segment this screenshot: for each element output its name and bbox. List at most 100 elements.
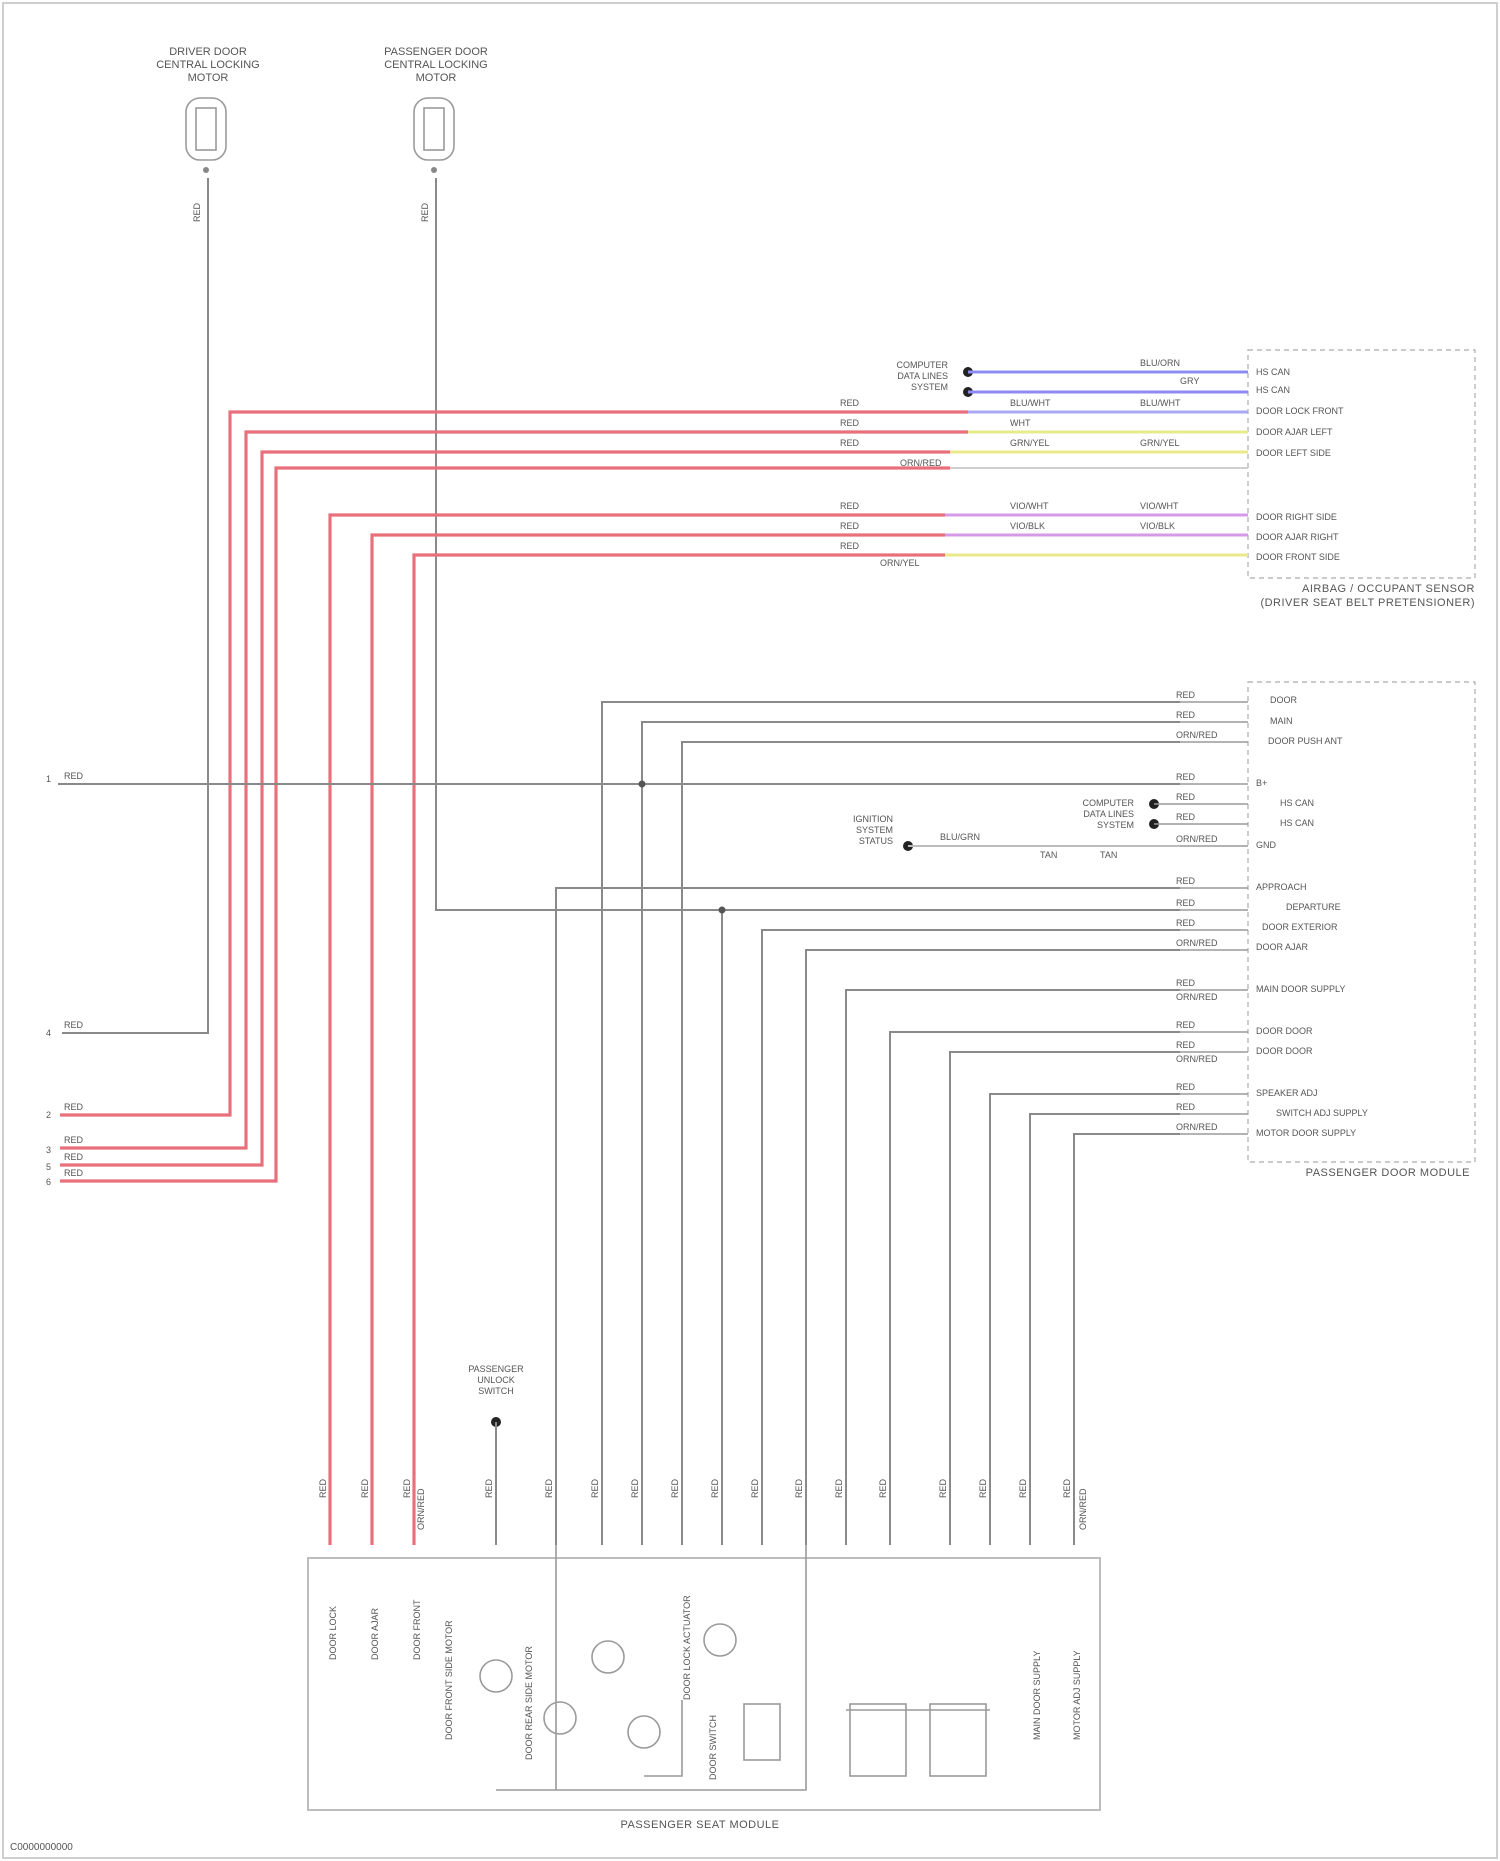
svg-text:DOOR SWITCH: DOOR SWITCH [708, 1715, 718, 1780]
svg-text:GRY: GRY [1180, 376, 1199, 386]
svg-text:ORN/RED: ORN/RED [1176, 938, 1218, 948]
svg-text:RED: RED [544, 1478, 554, 1498]
svg-text:RED: RED [64, 771, 84, 781]
module-b-wire-codes: RED RED ORN/RED RED RED RED ORN/RED RED RED RED… [1176, 690, 1218, 1132]
svg-text:RED: RED [938, 1478, 948, 1498]
svg-text:RED: RED [878, 1478, 888, 1498]
svg-text:DOOR LOCK FRONT: DOOR LOCK FRONT [1256, 406, 1344, 416]
svg-text:RED: RED [590, 1478, 600, 1498]
svg-text:SPEAKER ADJ: SPEAKER ADJ [1256, 1088, 1318, 1098]
svg-text:RED: RED [670, 1478, 680, 1498]
svg-text:HS CAN: HS CAN [1280, 798, 1314, 808]
module-b-label: PASSENGER DOOR MODULE [1306, 1167, 1470, 1179]
svg-text:RED: RED [1018, 1478, 1028, 1498]
svg-text:DOOR EXTERIOR: DOOR EXTERIOR [1262, 922, 1338, 932]
svg-text:RED: RED [1176, 978, 1196, 988]
svg-text:MAIN DOOR SUPPLY: MAIN DOOR SUPPLY [1032, 1651, 1042, 1740]
svg-text:DOOR LEFT SIDE: DOOR LEFT SIDE [1256, 448, 1331, 458]
svg-text:RED: RED [360, 1478, 370, 1498]
svg-text:BLU/WHT: BLU/WHT [1010, 398, 1051, 408]
svg-text:RED: RED [630, 1478, 640, 1498]
svg-text:DOOR FRONT SIDE: DOOR FRONT SIDE [1256, 552, 1340, 562]
svg-text:HS CAN: HS CAN [1256, 367, 1290, 377]
svg-text:RED: RED [1176, 1020, 1196, 1030]
svg-text:BLU/WHT: BLU/WHT [1140, 398, 1181, 408]
svg-text:RED: RED [1176, 690, 1196, 700]
svg-text:RED: RED [484, 1478, 494, 1498]
svg-text:RED: RED [750, 1478, 760, 1498]
svg-text:RED: RED [402, 1478, 412, 1498]
passenger-seat-module: PASSENGER SEAT MODULE DOOR LOCK DOOR AJA… [308, 1545, 1100, 1831]
svg-text:VIO/BLK: VIO/BLK [1010, 521, 1045, 531]
svg-text:DOOR: DOOR [1270, 695, 1298, 705]
svg-text:VIO/WHT: VIO/WHT [1140, 501, 1179, 511]
svg-text:RED: RED [1176, 710, 1196, 720]
svg-text:RED: RED [840, 438, 860, 448]
passenger-seat-module-label: PASSENGER SEAT MODULE [620, 1819, 779, 1831]
svg-text:6: 6 [46, 1177, 51, 1187]
svg-text:RED: RED [1176, 898, 1196, 908]
svg-text:RED: RED [318, 1478, 328, 1498]
svg-text:2: 2 [46, 1110, 51, 1120]
svg-text:RED: RED [840, 541, 860, 551]
driver-motor-wire [62, 178, 208, 1033]
svg-text:RED: RED [1176, 1040, 1196, 1050]
svg-text:RED: RED [1176, 918, 1196, 928]
svg-text:DOOR FRONT: DOOR FRONT [412, 1599, 422, 1660]
svg-text:RED: RED [710, 1478, 720, 1498]
svg-text:RED: RED [1176, 876, 1196, 886]
svg-text:DOOR PUSH ANT: DOOR PUSH ANT [1268, 736, 1343, 746]
svg-text:DOOR DOOR: DOOR DOOR [1256, 1046, 1313, 1056]
svg-text:RED: RED [1176, 772, 1196, 782]
svg-text:RED: RED [1176, 1102, 1196, 1112]
svg-text:3: 3 [46, 1145, 51, 1155]
svg-text:GRN/YEL: GRN/YEL [1010, 438, 1050, 448]
svg-text:RED: RED [834, 1478, 844, 1498]
svg-text:TAN: TAN [1100, 850, 1117, 860]
svg-text:MOTOR ADJ SUPPLY: MOTOR ADJ SUPPLY [1072, 1650, 1082, 1740]
svg-text:HS CAN: HS CAN [1280, 818, 1314, 828]
svg-text:DOOR LOCK: DOOR LOCK [328, 1606, 338, 1660]
svg-text:GND: GND [1256, 840, 1277, 850]
svg-text:ORN/RED: ORN/RED [416, 1488, 426, 1530]
svg-text:ORN/RED: ORN/RED [1176, 992, 1218, 1002]
svg-text:BLU/ORN: BLU/ORN [1140, 358, 1180, 368]
svg-text:1: 1 [46, 774, 51, 784]
svg-text:ORN/RED: ORN/RED [1176, 730, 1218, 740]
svg-text:RED: RED [1176, 1082, 1196, 1092]
module-b: PASSENGER DOOR MODULE DOOR MAIN DOOR PUS… [1248, 682, 1475, 1179]
svg-text:RED: RED [64, 1152, 84, 1162]
svg-text:RED: RED [420, 202, 430, 222]
svg-text:DEPARTURE: DEPARTURE [1286, 902, 1341, 912]
svg-text:RED: RED [64, 1102, 84, 1112]
svg-text:RED: RED [192, 202, 202, 222]
svg-text:RED: RED [1176, 792, 1196, 802]
bottom-wire-labels: RED RED RED ORN/RED RED RED RED RED RED … [318, 1478, 1088, 1530]
svg-text:DOOR LOCK ACTUATOR: DOOR LOCK ACTUATOR [682, 1595, 692, 1700]
svg-text:4: 4 [46, 1028, 51, 1038]
svg-text:RED: RED [840, 501, 860, 511]
svg-text:APPROACH: APPROACH [1256, 882, 1307, 892]
svg-text:DOOR RIGHT SIDE: DOOR RIGHT SIDE [1256, 512, 1337, 522]
svg-text:RED: RED [1176, 812, 1196, 822]
svg-text:RED: RED [64, 1020, 84, 1030]
module-a: AIRBAG / OCCUPANT SENSOR(DRIVER SEAT BEL… [1248, 350, 1475, 609]
svg-text:RED: RED [840, 398, 860, 408]
svg-text:DOOR AJAR LEFT: DOOR AJAR LEFT [1256, 427, 1333, 437]
svg-text:MOTOR DOOR SUPPLY: MOTOR DOOR SUPPLY [1256, 1128, 1356, 1138]
svg-text:RED: RED [840, 521, 860, 531]
svg-text:VIO/WHT: VIO/WHT [1010, 501, 1049, 511]
svg-text:ORN/RED: ORN/RED [1078, 1488, 1088, 1530]
svg-text:TAN: TAN [1040, 850, 1057, 860]
svg-text:VIO/BLK: VIO/BLK [1140, 521, 1175, 531]
